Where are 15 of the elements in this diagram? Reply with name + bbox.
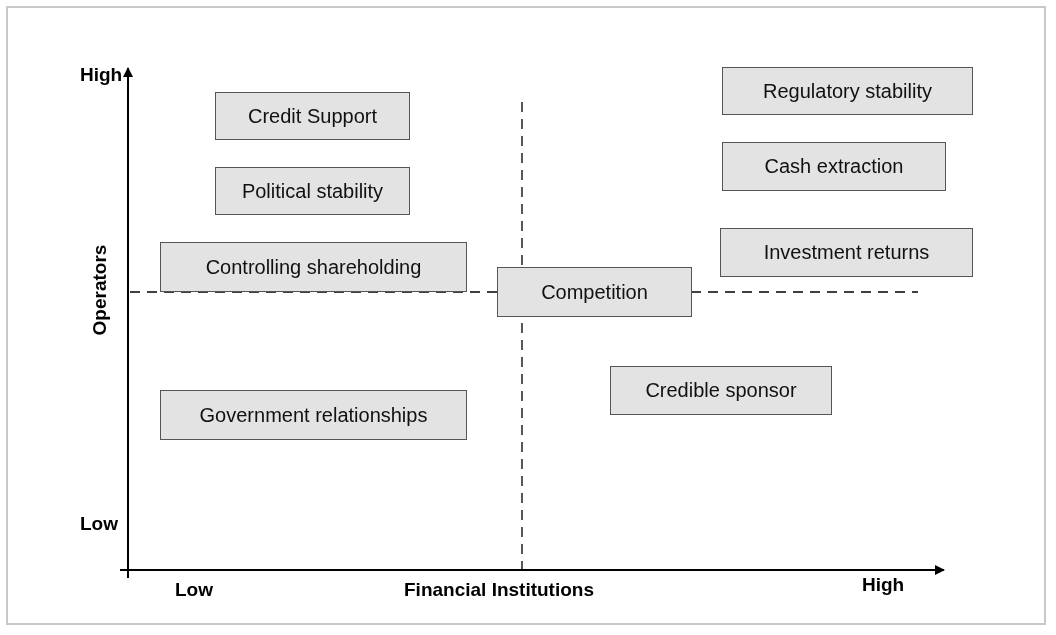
- factor-box: Political stability: [215, 167, 410, 215]
- factor-box: Controlling shareholding: [160, 242, 467, 292]
- factor-box: Cash extraction: [722, 142, 946, 191]
- axis-label: Low: [175, 579, 213, 601]
- axis-label: High: [80, 64, 123, 86]
- factor-box: Competition: [497, 267, 692, 317]
- axis-label: Financial Institutions: [404, 579, 594, 601]
- axis-title: Operators: [89, 244, 111, 336]
- factor-box: Regulatory stability: [722, 67, 973, 115]
- factor-box: Credit Support: [215, 92, 410, 140]
- factor-box: Investment returns: [720, 228, 973, 277]
- factor-box: Credible sponsor: [610, 366, 832, 415]
- factor-box: Government relationships: [160, 390, 467, 440]
- axis-label: Low: [80, 513, 118, 535]
- axis-label: High: [862, 574, 905, 596]
